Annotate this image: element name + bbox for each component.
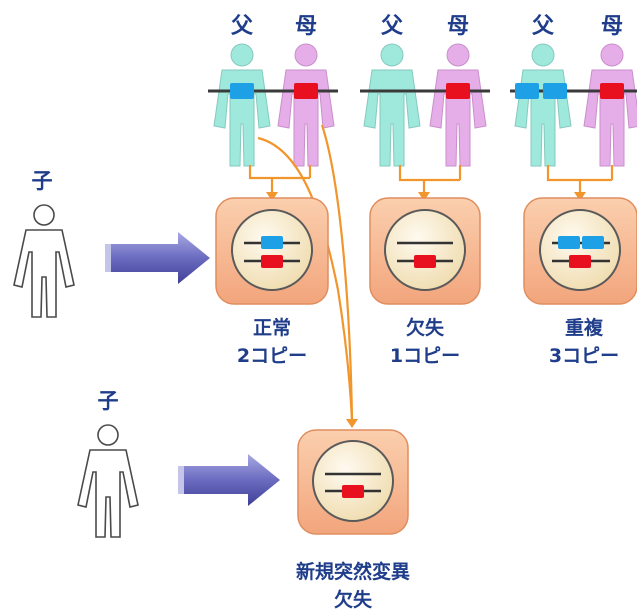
caption-deletion-line2: 1コピー	[390, 345, 460, 367]
caption-normal-line2: 2コピー	[237, 345, 307, 367]
result-box-denovo	[297, 429, 409, 535]
chromosome-icon	[312, 440, 394, 522]
caption-denovo-line1: 新規突然変異	[296, 560, 410, 583]
father-figure-icon	[514, 43, 572, 167]
father-figure-icon	[213, 43, 271, 167]
connector-dup	[546, 165, 614, 196]
result-box-duplication	[523, 197, 637, 305]
chromosome-icon	[539, 209, 621, 291]
connector-denovo-mother	[320, 124, 354, 421]
caption-deletion-line1: 欠失	[406, 316, 445, 339]
child-label-1: 子	[32, 169, 53, 193]
mother-label-2: 母	[447, 14, 469, 39]
child-figure-icon	[77, 424, 139, 538]
caption-dup-line1: 重複	[565, 316, 604, 339]
father-label-1: 父	[231, 14, 254, 39]
mother-figure-icon	[583, 43, 637, 167]
mother-figure-icon	[277, 43, 335, 167]
right-arrow-icon	[178, 454, 280, 506]
caption-normal-line1: 正常	[253, 316, 291, 339]
mother-figure-icon	[429, 43, 487, 167]
child-label-2: 子	[98, 389, 119, 413]
copy-block-mother	[294, 83, 318, 99]
result-box-deletion	[369, 197, 481, 305]
copy-block-father	[515, 83, 539, 99]
connector-deletion	[398, 165, 462, 196]
copy-block-mother	[446, 83, 470, 99]
connector-denovo-father	[257, 136, 354, 421]
chromosome-icon	[231, 209, 313, 291]
copy-block-father	[230, 83, 254, 99]
result-box-normal	[215, 197, 329, 305]
mother-label-3: 母	[601, 14, 623, 39]
copy-block-mother	[600, 83, 624, 99]
parent-copy-blocks	[230, 83, 624, 99]
caption-dup-line2: 3コピー	[549, 345, 619, 367]
right-arrow-icon	[105, 232, 210, 284]
child-figure-icon	[13, 204, 75, 318]
connector-arrowheads	[266, 192, 586, 428]
father-label-2: 父	[381, 14, 404, 39]
connector-normal	[248, 165, 312, 196]
chromosome-icon	[384, 209, 466, 291]
mother-label-1: 母	[295, 14, 317, 39]
copy-block-father	[543, 83, 567, 99]
father-label-3: 父	[532, 14, 555, 39]
caption-denovo-line2: 欠失	[334, 588, 373, 611]
father-figure-icon	[363, 43, 421, 167]
